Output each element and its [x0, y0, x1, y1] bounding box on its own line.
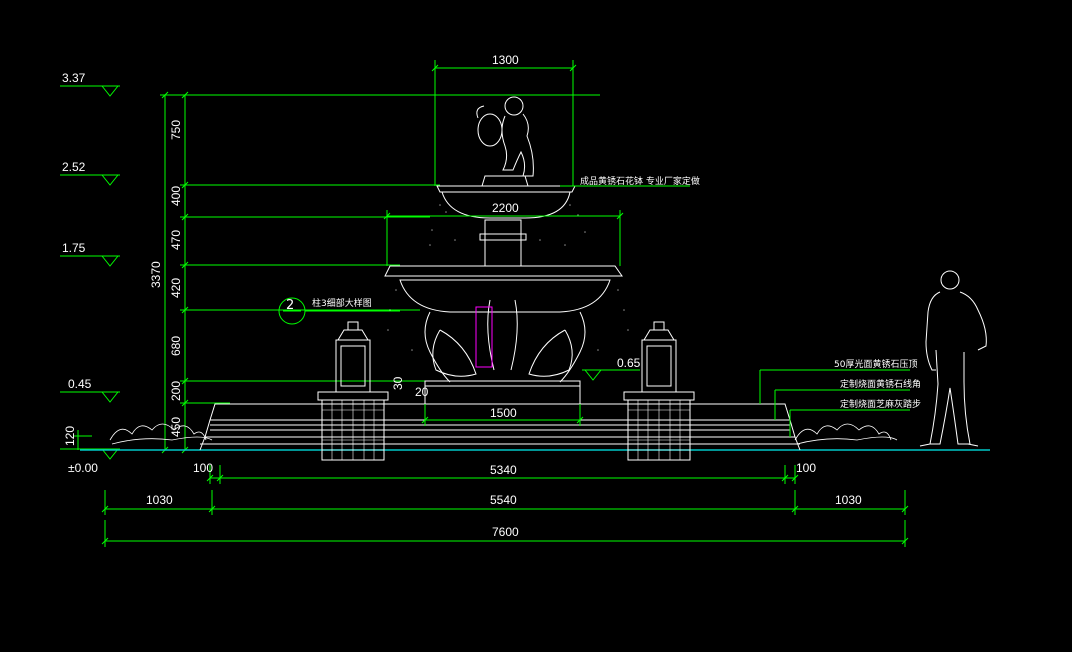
vdim-total-3370: 3370 [149, 261, 163, 288]
level-markers [60, 85, 120, 460]
level-0-00: ±0.00 [68, 461, 98, 475]
level-3-37: 3.37 [62, 71, 86, 85]
vdim-400: 400 [169, 186, 183, 206]
vdim-420: 420 [169, 278, 183, 298]
fountain-stem [479, 219, 527, 267]
cherub-statue [476, 96, 534, 177]
dim-5340: 5340 [490, 463, 517, 477]
water-spray [387, 204, 629, 351]
level-0-45: 0.45 [68, 377, 92, 391]
pillar-right [623, 321, 695, 461]
dim-1030-right: 1030 [835, 493, 862, 507]
vertical-dimension-lines [160, 91, 600, 454]
dim-20: 20 [415, 385, 429, 399]
vdim-120: 120 [63, 426, 77, 446]
human-figure [919, 270, 987, 447]
note-leaders [560, 185, 910, 437]
note-steps: 定制烧面芝麻灰踏步 [840, 398, 921, 410]
level-0-65: 0.65 [617, 356, 641, 370]
vdim-750: 750 [169, 120, 183, 140]
note-top: 成品黄锈石花钵 专业厂家定做 [580, 175, 700, 187]
callout-number: 2 [286, 298, 294, 313]
fountain-upper-bowl [436, 175, 576, 219]
dim-7600: 7600 [492, 525, 519, 539]
level-1-75: 1.75 [62, 241, 86, 255]
dim-1300: 1300 [492, 53, 519, 67]
detail-highlight-box [475, 306, 493, 368]
note-coping: 50厚光面黄锈石压顶 [834, 358, 917, 370]
shrub-right [794, 423, 898, 445]
dim-100-left: 100 [193, 461, 213, 475]
vdim-680: 680 [169, 336, 183, 356]
bottom-dimension-lines [101, 465, 909, 547]
top-dimension-lines [383, 60, 624, 426]
callout-text: 柱3细部大样图 [312, 297, 372, 309]
fountain-lower-bowl [384, 265, 623, 383]
vdim-450: 450 [169, 417, 183, 437]
pillar-left [317, 321, 389, 461]
dim-1030-left: 1030 [146, 493, 173, 507]
vdim-200: 200 [169, 381, 183, 401]
detail-callout [278, 297, 400, 325]
dim-30: 30 [391, 376, 405, 390]
dim-1500: 1500 [490, 406, 517, 420]
dim-100-right: 100 [796, 461, 816, 475]
vdim-470: 470 [169, 230, 183, 250]
dim-5540: 5540 [490, 493, 517, 507]
dim-2200: 2200 [492, 201, 519, 215]
note-moulding: 定制烧面黄锈石线角 [840, 378, 921, 390]
shrub-left [109, 423, 213, 445]
level-2-52: 2.52 [62, 160, 86, 174]
